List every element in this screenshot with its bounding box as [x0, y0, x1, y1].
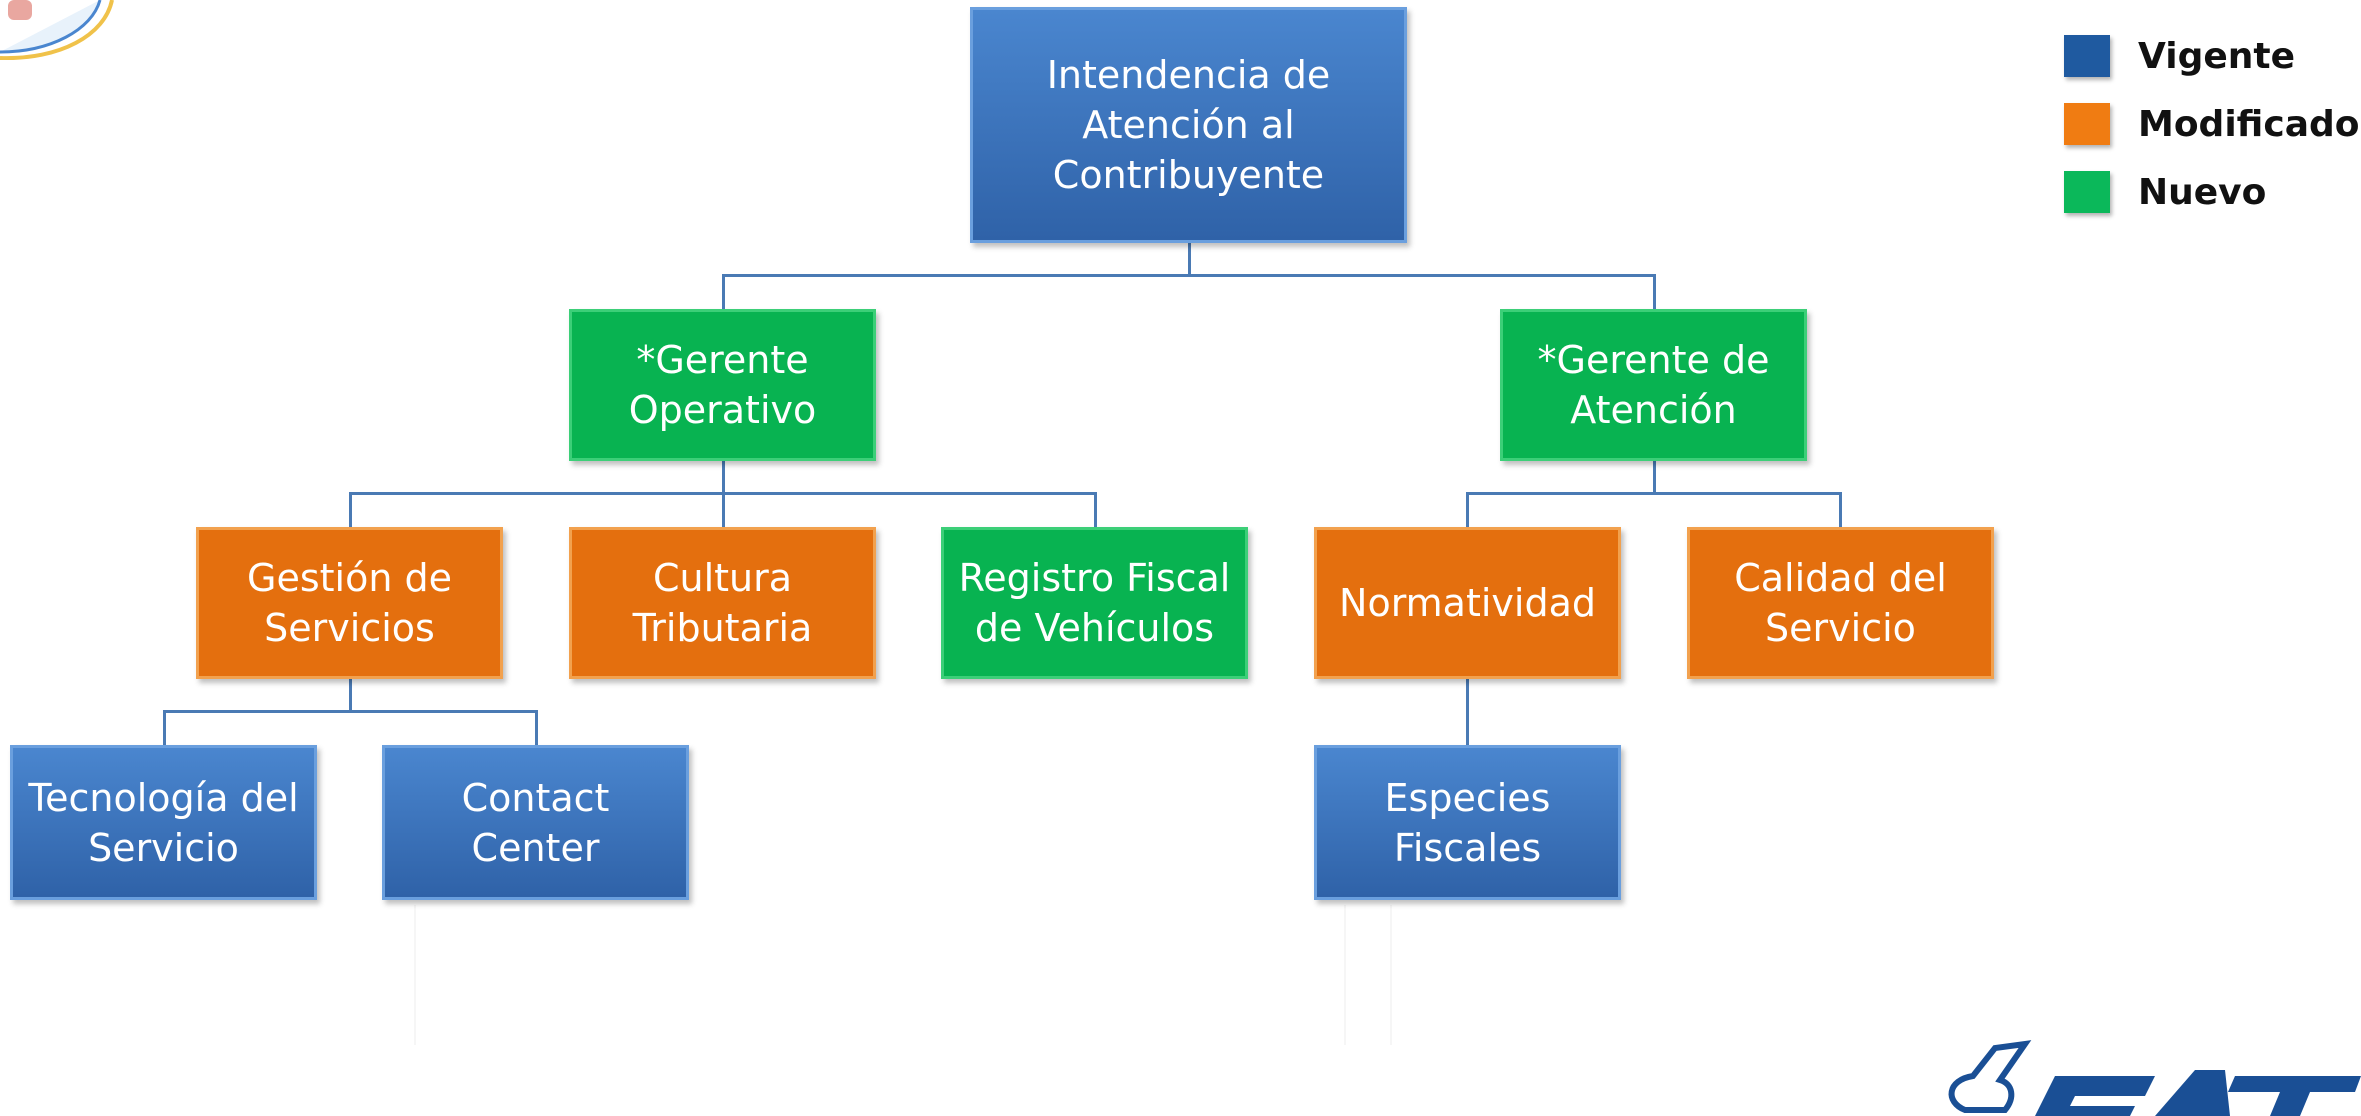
- connector: [722, 492, 725, 527]
- connector: [1466, 679, 1469, 745]
- connector: [1466, 492, 1469, 527]
- ghost-line: [1344, 905, 1346, 1045]
- legend-swatch: [2064, 35, 2110, 77]
- connector: [349, 679, 352, 712]
- node-gestion-servicios[interactable]: Gestión de Servicios: [196, 527, 503, 679]
- node-gerente-atencion[interactable]: *Gerente de Atención: [1500, 309, 1807, 461]
- node-label-line: Cultura: [652, 556, 793, 600]
- node-label-line: Servicio: [88, 825, 239, 870]
- node-label-line: *Gerente: [636, 338, 809, 382]
- node-tecnologia-servicio[interactable]: Tecnología del Servicio: [10, 745, 317, 900]
- connector: [535, 710, 538, 745]
- brand-logo: [1948, 1040, 2361, 1116]
- node-label-line: Especies: [1384, 775, 1551, 820]
- connector: [1466, 492, 1842, 495]
- node-label-line: Atención al: [1082, 103, 1295, 147]
- connector: [722, 274, 725, 310]
- node-label-line: Normatividad: [1339, 581, 1596, 625]
- legend-swatch: [2064, 103, 2110, 145]
- connector: [163, 710, 166, 745]
- connector: [1188, 243, 1191, 277]
- node-label-line: Tributaria: [632, 606, 813, 650]
- connector: [1653, 274, 1656, 310]
- node-label-line: Atención: [1570, 388, 1737, 432]
- node-label-line: Servicio: [1765, 606, 1916, 650]
- node-label-line: Servicios: [264, 606, 435, 650]
- node-label-line: de Vehículos: [974, 606, 1215, 650]
- connector: [722, 274, 1656, 277]
- node-label-line: Calidad del: [1734, 556, 1947, 600]
- connector: [349, 492, 352, 527]
- ghost-line: [414, 905, 416, 1045]
- node-registro-fiscal[interactable]: Registro Fiscal de Vehículos: [941, 527, 1248, 679]
- legend-item-modificado: Modificado: [2064, 103, 2359, 145]
- legend-label: Modificado: [2138, 103, 2360, 145]
- node-cultura-tributaria[interactable]: Cultura Tributaria: [569, 527, 876, 679]
- node-gerente-operativo[interactable]: *Gerente Operativo: [569, 309, 876, 461]
- node-especies-fiscales[interactable]: Especies Fiscales: [1314, 745, 1621, 900]
- connector: [1094, 492, 1097, 527]
- node-calidad-servicio[interactable]: Calidad del Servicio: [1687, 527, 1994, 679]
- node-contact-center[interactable]: Contact Center: [382, 745, 689, 900]
- node-label-line: *Gerente de: [1537, 338, 1770, 382]
- node-label-line: Registro Fiscal: [958, 556, 1231, 600]
- legend-swatch: [2064, 171, 2110, 213]
- node-label-line: Gestión de: [247, 556, 452, 600]
- corner-badge-logo: [0, 0, 114, 60]
- node-label-line: Operativo: [628, 388, 817, 432]
- node-label-line: Contact Center: [461, 775, 610, 870]
- node-label-line: Contribuyente: [1052, 153, 1325, 197]
- node-label-line: Fiscales: [1393, 825, 1542, 870]
- connector: [722, 461, 725, 494]
- legend-label: Nuevo: [2138, 171, 2267, 213]
- node-label-line: Tecnología del: [28, 775, 299, 820]
- connector: [1653, 461, 1656, 494]
- legend-label: Vigente: [2138, 35, 2296, 77]
- connector: [163, 710, 538, 713]
- ghost-line: [1390, 905, 1392, 1045]
- node-label-line: Intendencia de: [1046, 53, 1331, 97]
- node-normatividad[interactable]: Normatividad: [1314, 527, 1621, 679]
- node-intendencia[interactable]: Intendencia de Atención al Contribuyente: [970, 7, 1407, 243]
- legend-item-nuevo: Nuevo: [2064, 171, 2266, 213]
- connector: [1839, 492, 1842, 527]
- legend-item-vigente: Vigente: [2064, 35, 2295, 77]
